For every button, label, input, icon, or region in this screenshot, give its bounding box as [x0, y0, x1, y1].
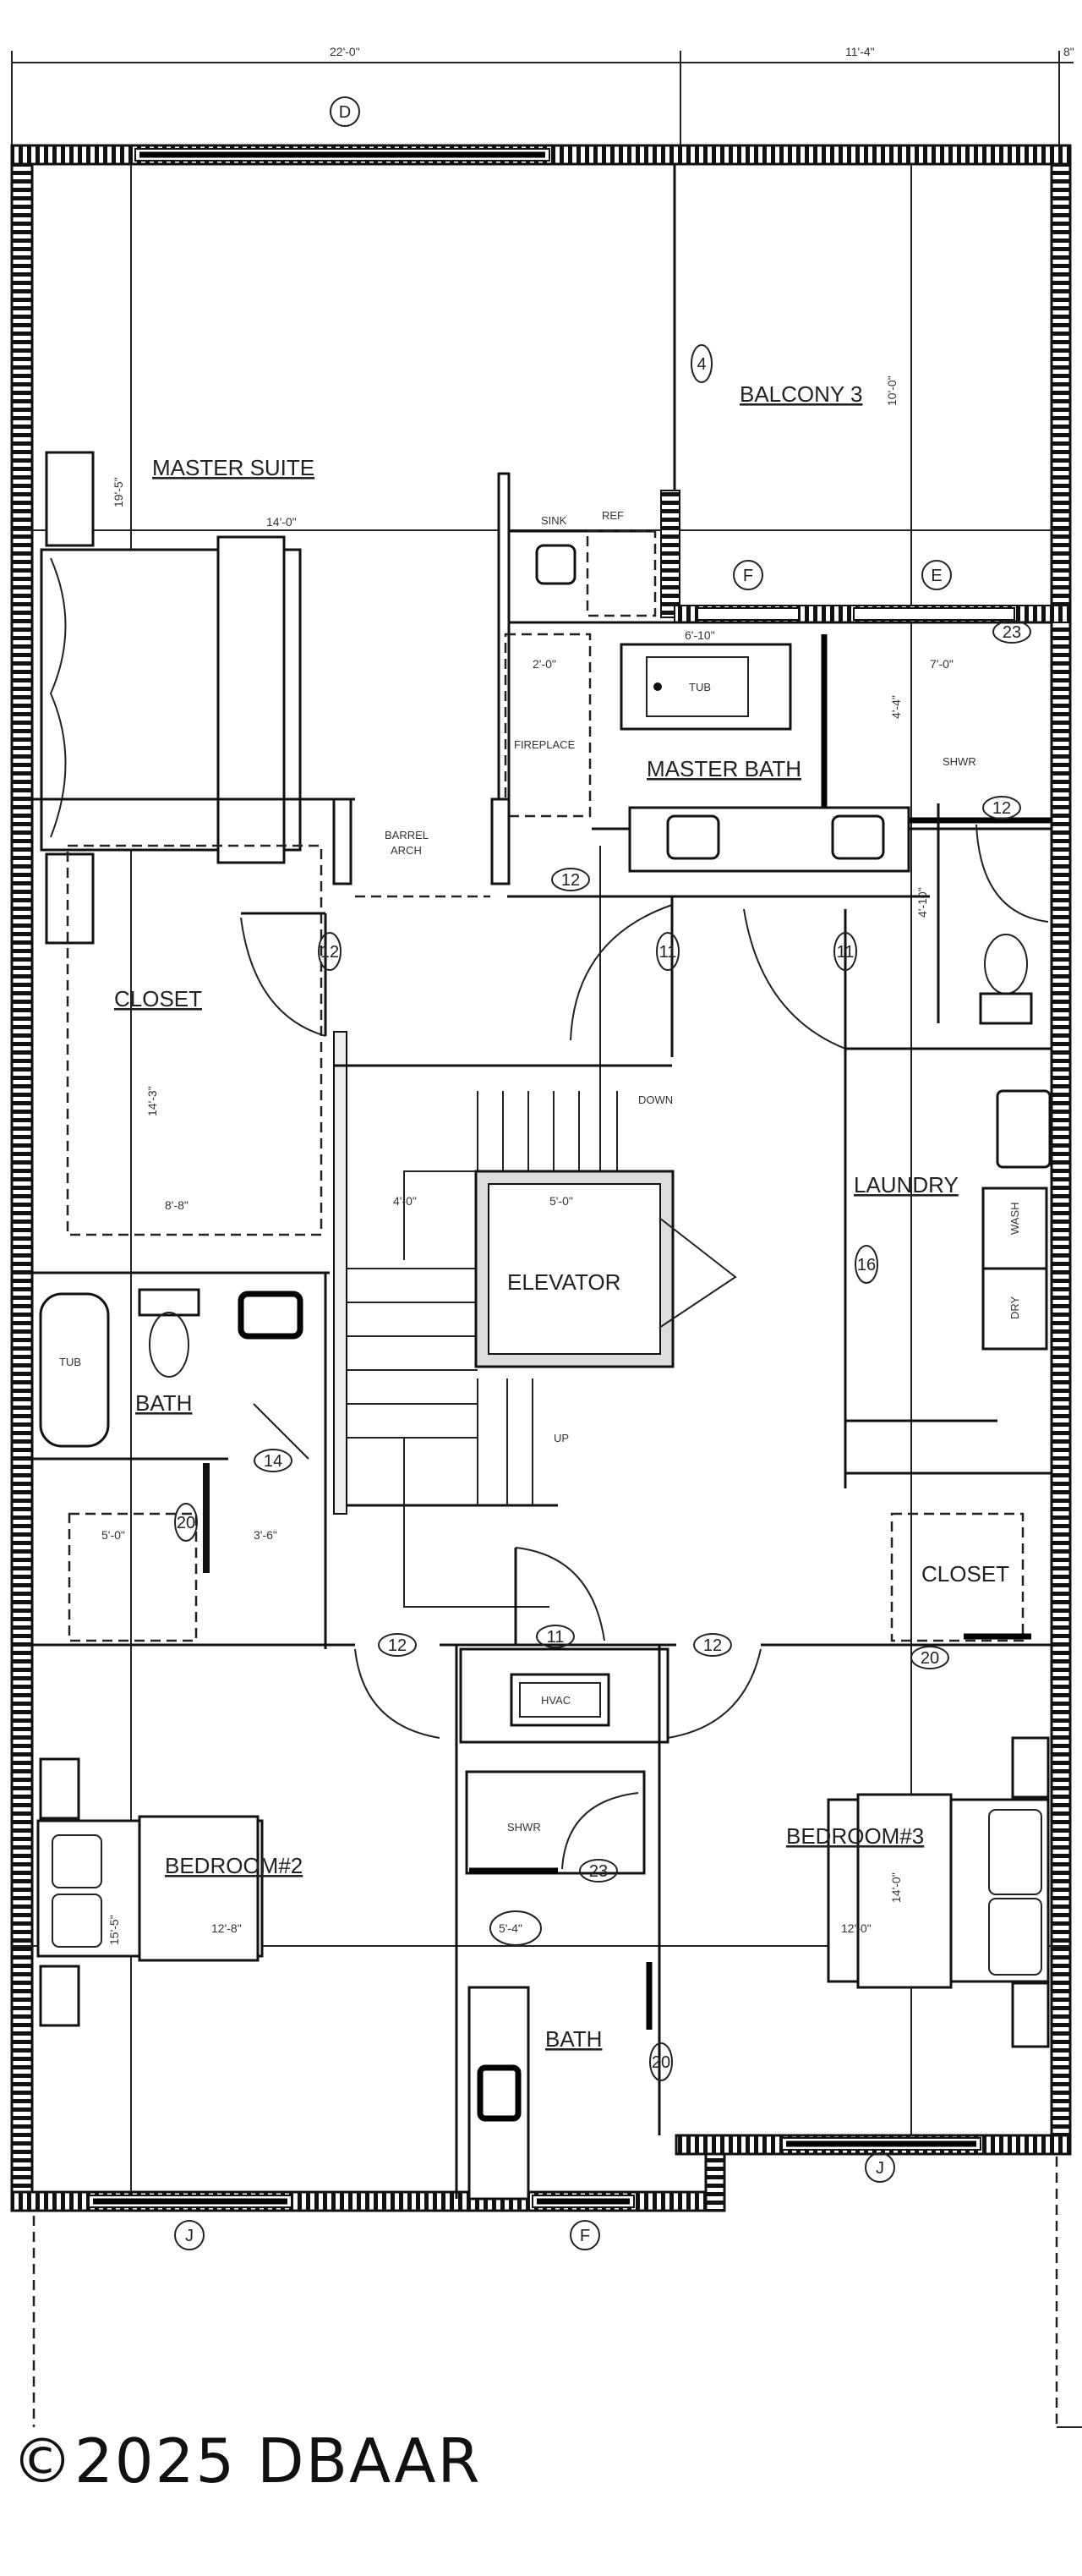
- door-tag: 12: [561, 871, 580, 890]
- grid-marker: D: [339, 103, 351, 122]
- dimension-label: 5'-0": [101, 1528, 125, 1542]
- fixture-label: FIREPLACE: [514, 738, 576, 751]
- room-label-elevator: ELEVATOR: [507, 1269, 620, 1295]
- dimension-label: 12'-0": [841, 1921, 872, 1935]
- elevator: ELEVATOR 5'-0": [474, 1170, 737, 1368]
- dimension-label: 4'-0": [393, 1194, 417, 1208]
- room-label-laundry: LAUNDRY: [854, 1172, 959, 1198]
- door-tag: 23: [1003, 623, 1021, 642]
- watermark: ©2025 DBAAR: [12, 2425, 482, 2497]
- room-label-closet-right: CLOSET: [921, 1561, 1009, 1587]
- door-tag: 11: [837, 943, 855, 962]
- fixture-label: WASH: [1008, 1202, 1021, 1235]
- grid-marker: 4: [697, 355, 706, 374]
- bedroom-2: BEDROOM#2 12'-8" 15'-5": [36, 1757, 303, 2027]
- grid-marker: F: [743, 567, 753, 585]
- door-tag: 12: [320, 943, 339, 962]
- dimension-label: 3'-6": [254, 1528, 277, 1542]
- dimension-label: 19'-5": [112, 477, 125, 507]
- dimension-label: 8'-8": [165, 1198, 189, 1212]
- room-label-bedroom-2: BEDROOM#2: [165, 1853, 303, 1878]
- dimension-label: 22'-0": [330, 45, 360, 58]
- stair-label: DOWN: [638, 1093, 673, 1106]
- dimension-label: 5'-4": [499, 1921, 522, 1935]
- grid-marker: F: [580, 2227, 590, 2245]
- laundry: WASH DRY LAUNDRY: [845, 1089, 1052, 1422]
- dimension-label: 5'-0": [549, 1194, 573, 1208]
- top-dimension: 22'-0" 11'-4" 8" D: [11, 45, 1074, 161]
- fixture-label: SHWR: [507, 1821, 541, 1833]
- door-tag: 23: [589, 1862, 608, 1881]
- door-tag: 11: [547, 1628, 565, 1647]
- room-label-bedroom-3: BEDROOM#3: [786, 1823, 924, 1849]
- grid-marker: J: [185, 2227, 194, 2245]
- dimension-label: 12'-8": [211, 1921, 242, 1935]
- grid-marker: E: [931, 567, 942, 585]
- dimension-label: 4'-4": [889, 695, 903, 719]
- dimension-label: 11'-4": [845, 45, 875, 58]
- stair-label: UP: [554, 1432, 569, 1444]
- fixture-label: HVAC: [541, 1694, 571, 1707]
- dimension-label: 10'-0": [885, 375, 899, 406]
- room-label-closet: CLOSET: [114, 986, 202, 1011]
- dimension-label: 6'-10": [685, 628, 715, 642]
- dimension-label: 14'-0": [266, 515, 297, 529]
- fixture-label: TUB: [59, 1356, 81, 1368]
- grid-marker: J: [876, 2159, 884, 2178]
- dimension-label: 14'-3": [145, 1086, 159, 1116]
- fixture-label: DRY: [1008, 1296, 1021, 1319]
- door-tag: 20: [652, 2053, 670, 2072]
- door-tag: 20: [921, 1649, 939, 1668]
- room-label-balcony: BALCONY 3: [740, 381, 862, 407]
- balcony-3: BALCONY 3 10'-0" 4 F E: [660, 164, 1071, 623]
- room-label-bath-lower: BATH: [545, 2026, 602, 2052]
- bedroom-3: BEDROOM#3 12'-0" 14'-0": [786, 1736, 1050, 2048]
- closet-right: CLOSET: [845, 1472, 1052, 1642]
- door-tag: 16: [857, 1256, 876, 1274]
- closet-left: BARREL ARCH CLOSET 14'-3" 8'-8": [32, 797, 511, 1274]
- room-label-master-suite: MASTER SUITE: [152, 455, 314, 480]
- dimension-label: 2'-0": [533, 657, 556, 671]
- room-label-bath: BATH: [135, 1390, 192, 1416]
- fixture-label: SINK: [541, 514, 567, 527]
- dimension-label: 7'-0": [930, 657, 954, 671]
- room-label-master-bath: MASTER BATH: [647, 756, 801, 781]
- fixture-label: SHWR: [943, 755, 976, 768]
- fixture-label: TUB: [689, 681, 711, 693]
- door-tag: 12: [703, 1636, 722, 1655]
- exterior-walls: [10, 144, 1082, 2428]
- door-tag: 12: [992, 799, 1011, 818]
- hallway: [507, 895, 1052, 1488]
- dimension-label: 14'-0": [889, 1872, 903, 1903]
- dimension-label: 4'-10": [915, 887, 929, 918]
- door-tag: 20: [177, 1514, 195, 1532]
- bath-left: TUB BATH 5'-0" 3'-6": [32, 1273, 327, 1649]
- fixture-label: REF: [602, 509, 624, 522]
- dimension-label: 15'-5": [107, 1915, 121, 1945]
- bath-lower: SHWR 5'-4" BATH: [465, 1770, 653, 2201]
- door-tag: 11: [659, 943, 677, 962]
- door-tag: 12: [388, 1636, 407, 1655]
- master-bath: FIREPLACE 2'-0" TUB 6'-10" SHWR 7'-0" 4'…: [504, 621, 1052, 1025]
- fixture-label: BARREL: [385, 829, 429, 841]
- door-tags: 12 12 11 11 12 16 14 20 12 11 12 20 23 2…: [174, 620, 1031, 2081]
- dimension-label: 8": [1063, 45, 1074, 58]
- bottom-grid-markers: J F J: [174, 2152, 895, 2250]
- bedroom-corridor-walls: HVAC: [32, 1547, 1052, 2199]
- door-tag: 14: [264, 1452, 282, 1471]
- fixture-label: ARCH: [391, 844, 422, 857]
